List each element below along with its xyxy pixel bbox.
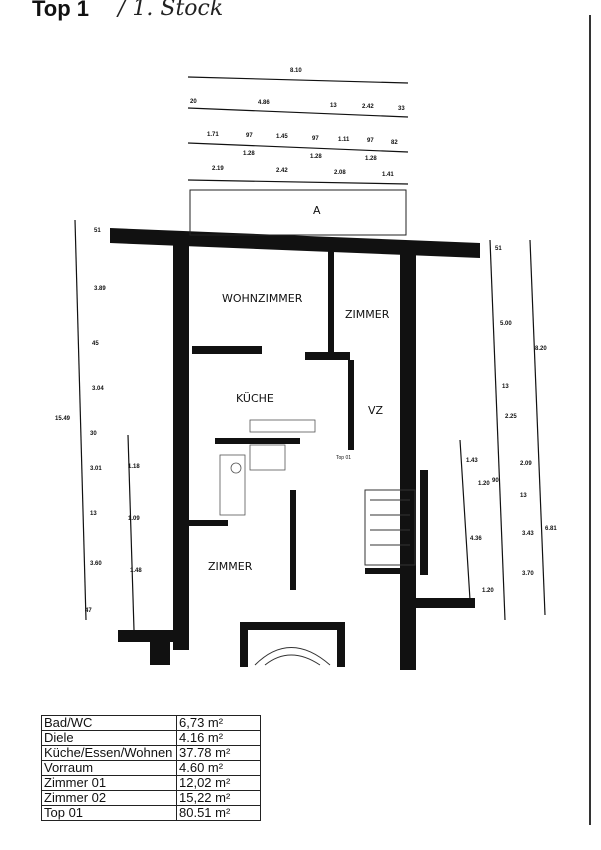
dim-label: 97 xyxy=(312,136,319,142)
unit-label-top01: Top 01 xyxy=(336,455,351,461)
room-label-vz: VZ xyxy=(368,404,384,417)
dim-label: 1.41 xyxy=(382,172,394,178)
dim-label: 20 xyxy=(190,99,197,105)
dim-label: 1.43 xyxy=(466,458,478,464)
floor-subtitle: / 1. Stock xyxy=(118,0,224,21)
room-name: Top 01 xyxy=(41,805,177,821)
dim-label: 51 xyxy=(495,246,502,252)
dim-total-width: 8.10 xyxy=(290,68,302,74)
room-area: 6,73 m² xyxy=(176,715,261,731)
dim-label: 1.28 xyxy=(243,151,255,157)
dim-label: 1.28 xyxy=(310,154,322,160)
dim-label: 6.81 xyxy=(545,526,557,532)
dim-label: 5.00 xyxy=(500,321,512,327)
left-dimensions: 51 3.89 45 3.04 30 3.01 13 3.60 47 15.49… xyxy=(55,228,142,614)
dim-label: 90 xyxy=(492,478,499,484)
dim-label: 1.20 xyxy=(482,588,494,594)
room-name: Zimmer 02 xyxy=(41,790,177,806)
dim-label: 13 xyxy=(520,493,527,499)
dim-label: 2.42 xyxy=(276,168,288,174)
dim-label: 15.49 xyxy=(55,416,71,422)
room-name: Bad/WC xyxy=(41,715,177,731)
dim-label: 4.36 xyxy=(470,536,482,542)
dim-label: 3.01 xyxy=(90,466,102,472)
dim-label: 45 xyxy=(92,341,99,347)
dim-label: 1.18 xyxy=(128,464,140,470)
dim-label: 1.11 xyxy=(338,137,350,143)
dim-label: 13 xyxy=(330,103,337,109)
dim-label: 2.09 xyxy=(520,461,532,467)
room-label-kueche: KÜCHE xyxy=(236,392,274,405)
balcony-outline xyxy=(189,189,407,236)
dim-label: 3.89 xyxy=(94,286,106,292)
dim-label: 82 xyxy=(391,140,398,146)
room-label-zimmer-02: ZIMMER xyxy=(208,560,253,573)
room-area: 37.78 m² xyxy=(176,745,261,761)
dim-label: 2.19 xyxy=(212,166,224,172)
dim-label: 1.09 xyxy=(128,516,140,522)
room-area: 15,22 m² xyxy=(176,790,261,806)
dim-label: 47 xyxy=(85,608,92,614)
dim-label: 2.08 xyxy=(334,170,346,176)
floor-plan: 8.10 20 4.86 13 2.42 33 1.71 97 1.45 97 … xyxy=(55,68,557,670)
page-edge xyxy=(589,15,591,825)
dim-label: 1.48 xyxy=(130,568,142,574)
dim-label: 51 xyxy=(94,228,101,234)
dim-label: 97 xyxy=(367,138,374,144)
room-area: 80.51 m² xyxy=(176,805,261,821)
room-label-zimmer-01: ZIMMER xyxy=(345,308,390,321)
room-area: 4.16 m² xyxy=(176,730,261,746)
dim-label: 3.43 xyxy=(522,531,534,537)
room-name: Küche/Essen/Wohnen xyxy=(41,745,177,761)
dim-label: 3.60 xyxy=(90,561,102,567)
room-name: Vorraum xyxy=(41,760,177,776)
room-area: 4.60 m² xyxy=(176,760,261,776)
dim-label: 13 xyxy=(90,511,97,517)
dim-label: 2.25 xyxy=(505,414,517,420)
section-marker: A xyxy=(313,204,321,217)
stairs xyxy=(254,489,416,666)
dim-label: 1.45 xyxy=(276,134,288,140)
dim-label: 4.86 xyxy=(258,100,270,106)
dim-label: 3.70 xyxy=(522,571,534,577)
room-area: 12,02 m² xyxy=(176,775,261,791)
fixtures xyxy=(219,419,316,516)
room-name: Zimmer 01 xyxy=(41,775,177,791)
dim-label: 30 xyxy=(90,431,97,437)
dim-label: 1.71 xyxy=(207,132,219,138)
dim-label: 3.04 xyxy=(92,386,104,392)
dimension-lines xyxy=(74,76,546,631)
right-dimensions: 51 5.00 13 2.25 8.20 6.81 3.43 3.70 13 2… xyxy=(466,246,557,594)
dim-label: 1.20 xyxy=(478,481,490,487)
dim-label: 2.42 xyxy=(362,104,374,110)
room-name: Diele xyxy=(41,730,177,746)
dim-label: 8.20 xyxy=(535,346,547,352)
page-title: Top 1 xyxy=(32,0,90,21)
dim-label: 97 xyxy=(246,133,253,139)
dim-label: 33 xyxy=(398,106,405,112)
dim-label: 1.28 xyxy=(365,156,377,162)
dim-label: 13 xyxy=(502,384,509,390)
room-label-wohnzimmer: WOHNZIMMER xyxy=(222,292,303,305)
